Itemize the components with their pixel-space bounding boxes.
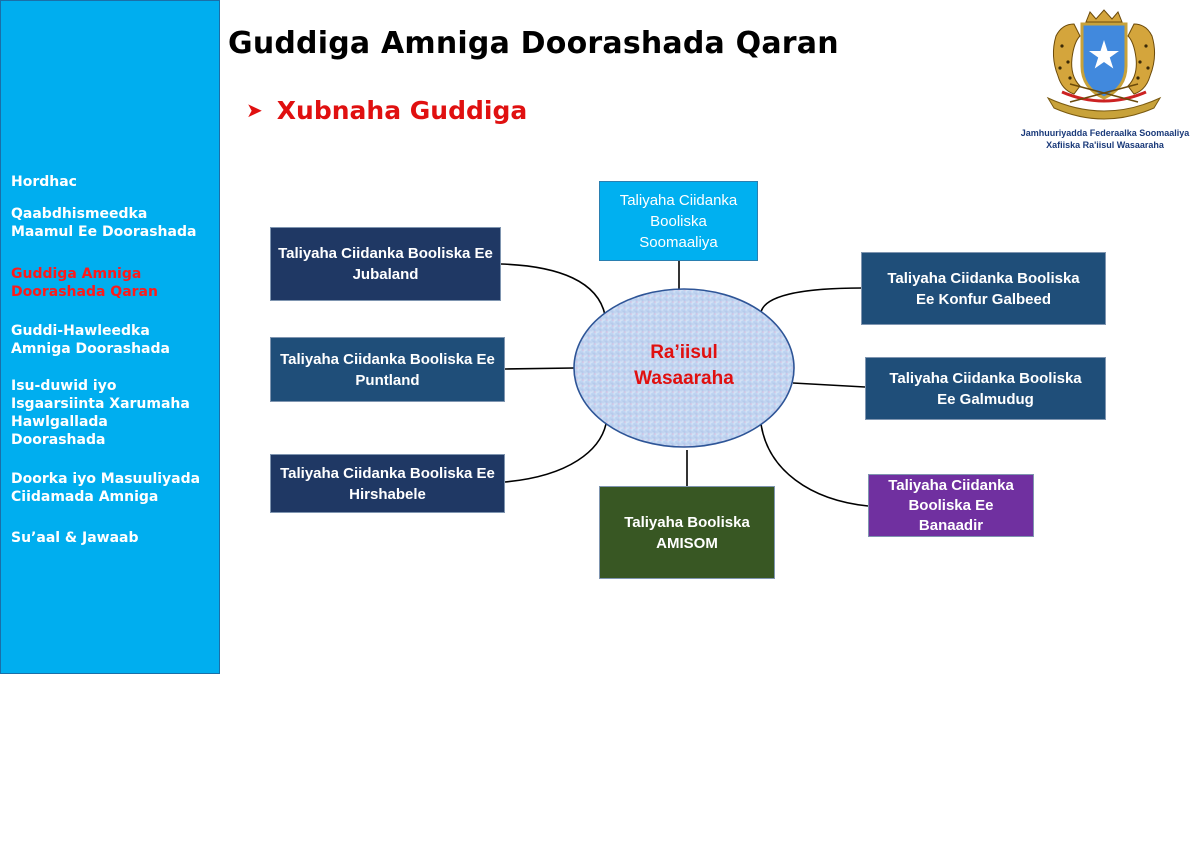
sidebar-item-suaal-jawaab[interactable]: Su’aal & Jawaab bbox=[11, 530, 139, 546]
node-hirshabele: Taliyaha Ciidanka Booliska Ee Hirshabele bbox=[270, 454, 505, 513]
sidebar-item-guddiga-amniga[interactable]: Guddiga Amniga Doorashada Qaran bbox=[11, 266, 158, 300]
node-puntland-label: Taliyaha Ciidanka Booliska Ee Puntland bbox=[280, 350, 495, 389]
link-puntland bbox=[504, 367, 575, 370]
node-jubaland-label: Taliyaha Ciidanka Booliska Ee Jubaland bbox=[278, 245, 493, 283]
page-title: Guddiga Amniga Doorashada Qaran bbox=[228, 26, 839, 61]
link-banaadir bbox=[760, 423, 869, 507]
node-galmudug: Taliyaha Ciidanka Booliska Ee Galmudug bbox=[865, 357, 1106, 420]
sidebar-item-hordhac[interactable]: Hordhac bbox=[11, 174, 77, 190]
node-hirshabele-label: Taliyaha Ciidanka Booliska Ee Hirshabele bbox=[280, 464, 495, 503]
logo-caption: Jamhuuriyadda Federaalka Soomaaliya Xafi… bbox=[1010, 127, 1200, 151]
somalia-coat-of-arms-icon bbox=[1046, 9, 1162, 120]
link-hirshabele bbox=[504, 423, 607, 483]
node-banaadir: Taliyaha Ciidanka Booliska Ee Banaadir bbox=[868, 474, 1034, 537]
link-galmudug bbox=[792, 382, 866, 388]
node-somalia-police: Taliyaha Ciidanka Booliska Soomaaliya bbox=[599, 181, 758, 261]
node-konfur-galbeed: Taliyaha Ciidanka Booliska Ee Konfur Gal… bbox=[861, 252, 1106, 325]
node-amisom-label: Taliyaha Booliska AMISOM bbox=[624, 513, 750, 552]
node-konfur-galbeed-label: Taliyaha Ciidanka Booliska Ee Konfur Gal… bbox=[887, 269, 1080, 308]
logo-caption-line2: Xafiiska Ra'iisul Wasaaraha bbox=[1046, 140, 1164, 150]
node-amisom: Taliyaha Booliska AMISOM bbox=[599, 486, 775, 579]
sidebar-item-qaabdhismeedka[interactable]: Qaabdhismeedka Maamul Ee Doorashada bbox=[11, 206, 197, 240]
section-heading: ➤ Xubnaha Guddiga bbox=[246, 96, 527, 125]
node-galmudug-label: Taliyaha Ciidanka Booliska Ee Galmudug bbox=[889, 369, 1082, 408]
node-puntland: Taliyaha Ciidanka Booliska Ee Puntland bbox=[270, 337, 505, 402]
sidebar: Hordhac Qaabdhismeedka Maamul Ee Doorash… bbox=[0, 0, 220, 674]
sidebar-item-guddi-hawleedka[interactable]: Guddi-Hawleedka Amniga Doorashada bbox=[11, 323, 170, 357]
link-jubaland bbox=[500, 263, 606, 316]
center-ellipse bbox=[573, 288, 795, 448]
link-konfur-galbeed bbox=[760, 287, 863, 313]
logo-caption-line1: Jamhuuriyadda Federaalka Soomaaliya bbox=[1020, 128, 1190, 138]
node-jubaland: Taliyaha Ciidanka Booliska Ee Jubaland bbox=[270, 227, 501, 301]
node-somalia-police-label: Taliyaha Ciidanka Booliska Soomaaliya bbox=[619, 191, 738, 251]
center-node-label: Ra’iisul Wasaaraha bbox=[634, 342, 734, 389]
sidebar-item-isu-duwid[interactable]: Isu-duwid iyo Isgaarsiinta Xarumaha Hawl… bbox=[11, 378, 190, 448]
sidebar-item-doorka[interactable]: Doorka iyo Masuuliyada Ciidamada Amniga bbox=[11, 471, 201, 505]
arrow-bullet-icon: ➤ bbox=[246, 98, 263, 122]
node-banaadir-label: Taliyaha Ciidanka Booliska Ee Banaadir bbox=[888, 476, 1014, 534]
section-heading-text: Xubnaha Guddiga bbox=[276, 96, 528, 125]
